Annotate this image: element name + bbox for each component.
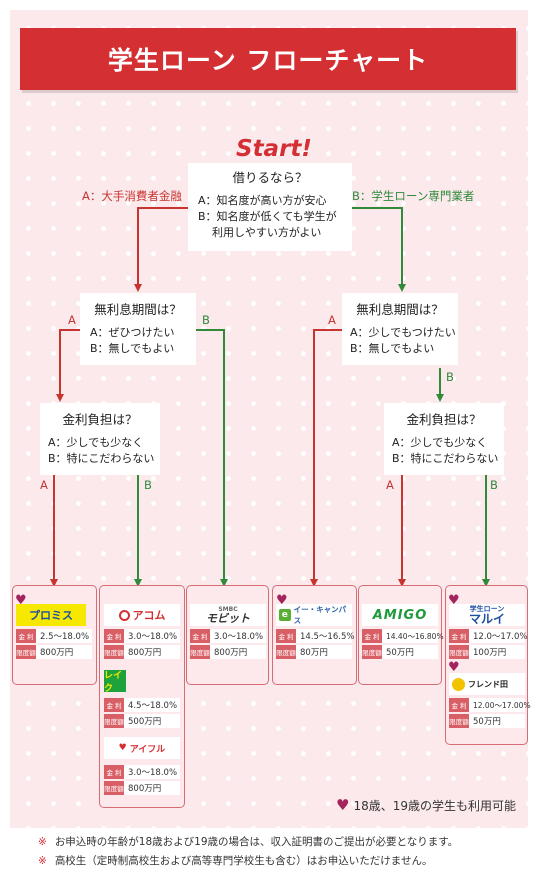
aiful-logo: ♥ アイフル [104,737,180,759]
question-borrow-option-b-1: B：知名度が低くても学生が [198,210,337,224]
note-mark: ※ [38,836,47,848]
friend-face-icon [452,677,465,691]
question-rate-right-a: A：少しでも少なく [392,436,488,450]
legend: ♥ 18歳、19歳の学生も利用可能 [336,796,516,814]
question-borrow-option-a: A：知名度が高い方が安心 [198,194,327,208]
question-rate-right-title: 金利負担は？ [406,412,482,427]
branch-b-label: B：学生ローン専門業者 [352,189,475,203]
question-interest-free-right-a: A：少しでもつけたい [350,326,456,340]
marui-logo: 学生ローン マルイ [449,604,525,626]
edge-label-a: A [68,313,76,327]
question-borrow: 借りるなら？ A：知名度が高い方が安心 B：知名度が低くても学生が 利用しやすい… [188,163,352,251]
footnote-2: ※高校生（定時制高校生および高等専門学校生も含む）はお申込いただけません。 [38,855,433,867]
edge-label-b: B [144,478,152,492]
question-interest-free-right-title: 無利息期間は？ [356,302,444,317]
question-borrow-option-b-2: 利用しやすい方がよい [212,226,322,239]
connector-q1-b [352,207,406,292]
question-borrow-title: 借りるなら？ [232,170,308,185]
acom-ring-icon [118,609,130,621]
branch-a-label: A：大手消費者金融 [82,189,182,203]
question-rate-right-b: B：特にこだわらない [392,452,499,466]
heart-icon: ♥ [276,593,288,608]
connector-interest-right-a [310,329,342,587]
promise-logo: プロミス [16,604,86,626]
edge-label-b: B [446,370,454,384]
footnote-1: ※お申込時の年齢が18歳および19歳の場合は、収入証明書のご提出が必要となります… [38,836,459,848]
edge-label-b: B [490,478,498,492]
heart-icon: ♥ [15,593,27,608]
edge-label-a: A [40,478,48,492]
heart-icon: ♥ [448,593,460,608]
mobit-logo: SMBC モビット [190,604,266,626]
connector-q1-a [134,207,188,292]
lake-logo: レイク [104,670,180,694]
ecampus-e-icon: e [279,609,291,621]
friend-logo: フレンド田 [449,673,525,695]
heart-icon: ♥ [448,660,460,675]
edge-label-a: A [386,478,394,492]
question-interest-free-left: 無利息期間は？ A：ぜひつけたい B：無しでもよい [80,293,196,365]
question-interest-free-left-b: B：無しでもよい [90,342,175,356]
acom-logo: アコム [104,604,180,626]
question-interest-free-left-title: 無利息期間は？ [94,302,182,317]
legend-text: 18歳、19歳の学生も利用可能 [353,798,516,813]
question-interest-free-left-a: A：ぜひつけたい [90,326,175,340]
connector-interest-left-b [196,329,228,587]
question-rate-left-b: B：特にこだわらない [48,452,155,466]
edge-label-a: A [328,313,336,327]
heart-icon: ♥ [118,743,127,753]
start-label: Start! [236,136,312,162]
question-rate-left: 金利負担は？ A：少しでも少なく B：特にこだわらない [40,403,160,475]
connector-interest-left-a [56,329,80,402]
note-mark: ※ [38,855,47,867]
heart-icon: ♥ [336,796,350,814]
question-interest-free-right-b: B：無しでもよい [350,342,435,356]
edge-label-b: B [202,313,210,327]
question-rate-left-a: A：少しでも少なく [48,436,144,450]
page-title: 学生ローン フローチャート [20,28,516,90]
question-rate-right: 金利負担は？ A：少しでも少なく B：特にこだわらない [384,403,504,475]
question-rate-left-title: 金利負担は？ [62,412,138,427]
ecampus-logo: e イー・キャンパス [276,604,352,626]
question-interest-free-right: 無利息期間は？ A：少しでもつけたい B：無しでもよい [342,293,458,365]
amigo-logo: AMIGO [362,604,438,626]
